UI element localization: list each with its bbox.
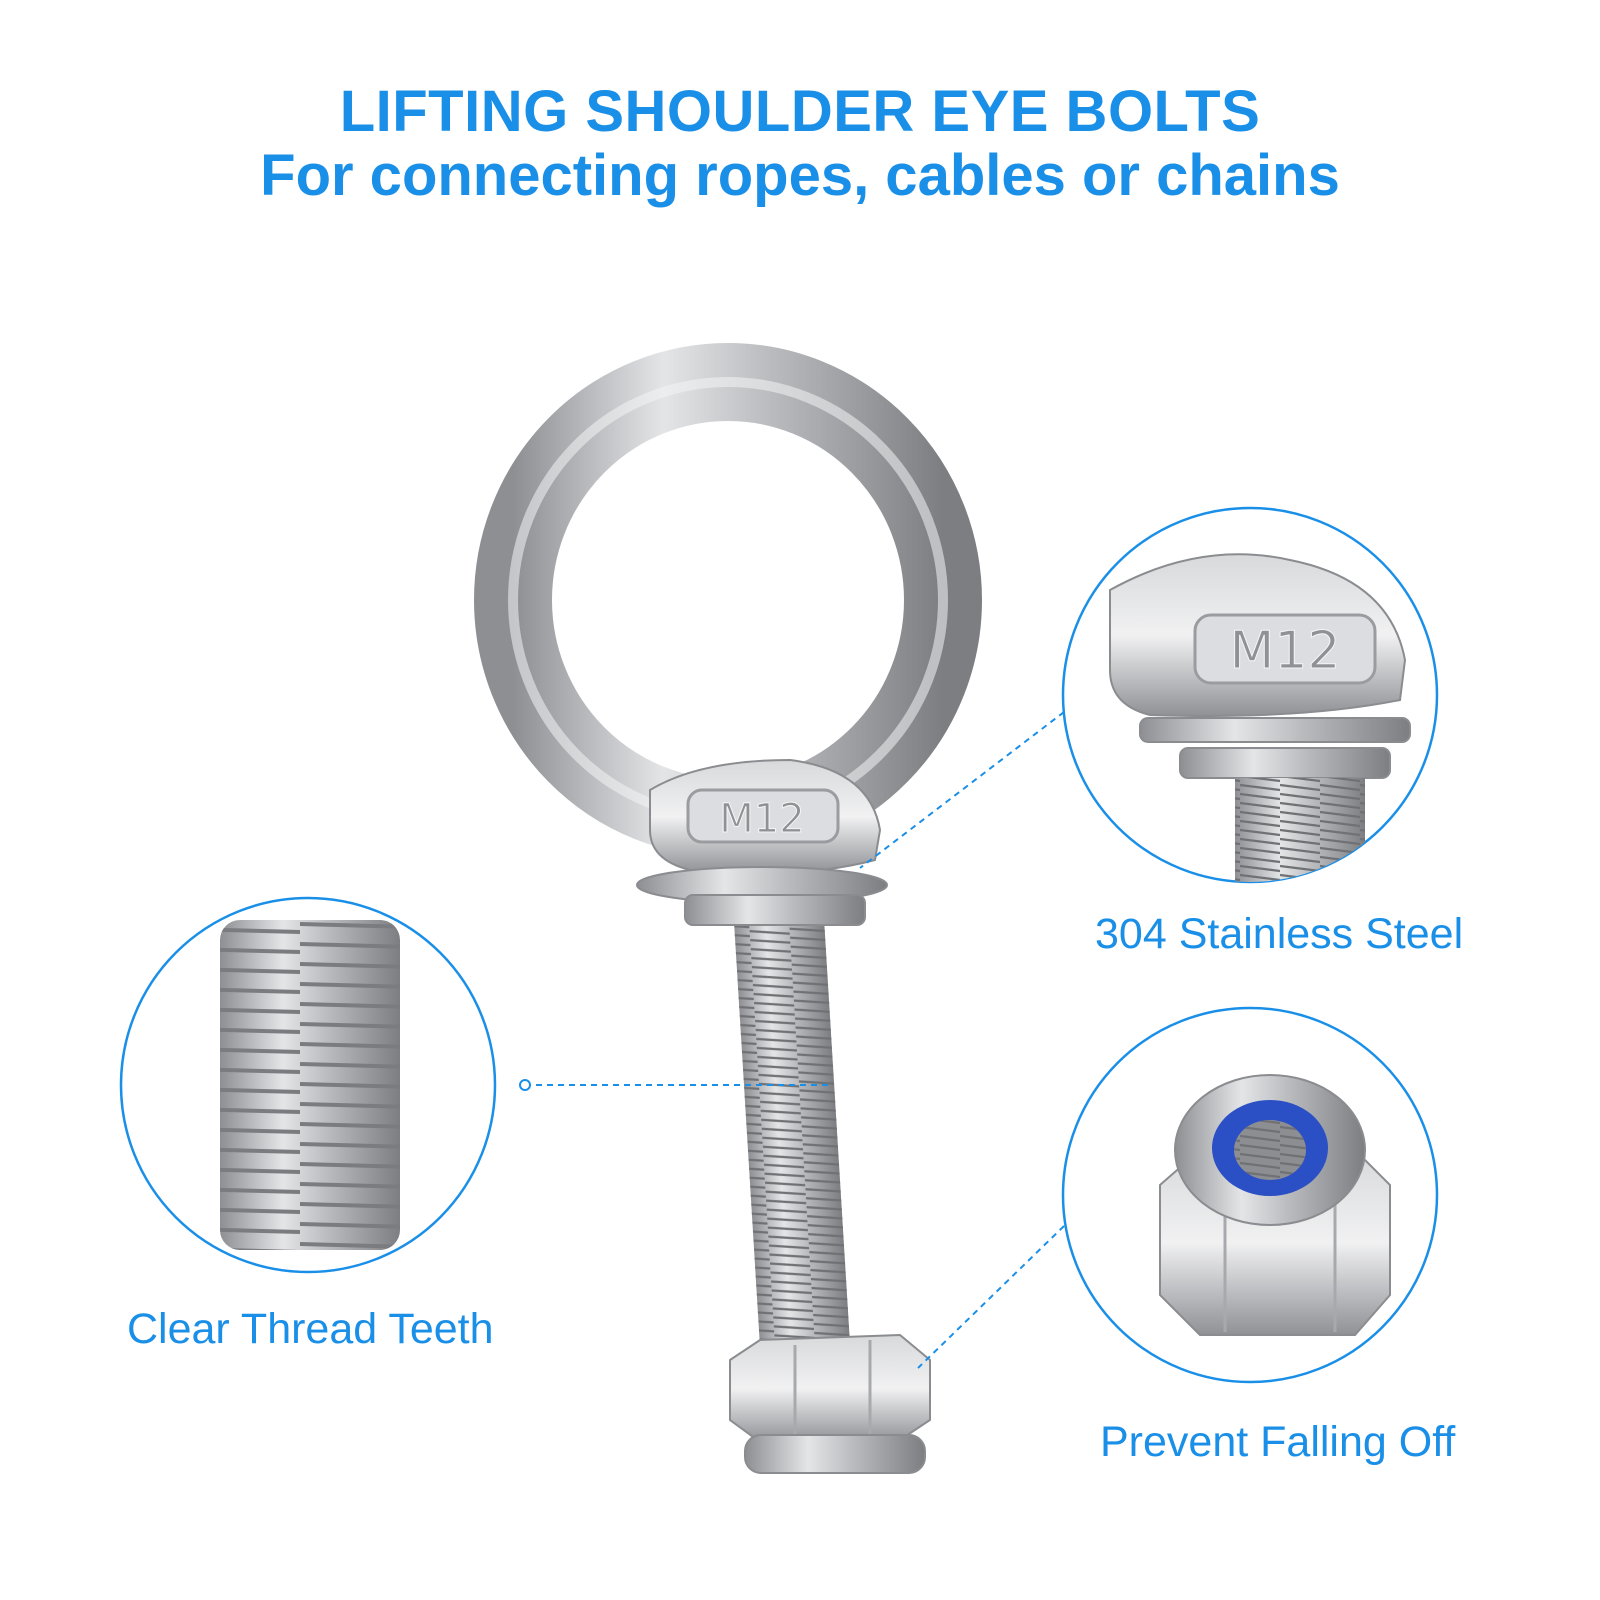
nut-callout-label: Prevent Falling Off — [1100, 1418, 1456, 1466]
nut-connector-line — [917, 1225, 1065, 1369]
thread-callout-label: Clear Thread Teeth — [127, 1305, 494, 1353]
nut-closeup-circle — [1061, 1006, 1439, 1384]
page-title: LIFTING SHOULDER EYE BOLTS — [339, 79, 1261, 144]
eye-bolt-main: M12 — [474, 343, 982, 1474]
bolt-marking: M12 — [719, 796, 804, 842]
callout-connectors — [525, 711, 1065, 1369]
material-connector-line — [859, 711, 1065, 869]
material-callout-label: 304 Stainless Steel — [1095, 910, 1464, 958]
closeup-marking: M12 — [1229, 621, 1340, 681]
thread-closeup-circle — [119, 896, 497, 1274]
material-closeup-circle: M12 — [1061, 506, 1439, 884]
page-subtitle: For connecting ropes, cables or chains — [260, 143, 1340, 208]
thread-connector-dot — [519, 1079, 531, 1091]
